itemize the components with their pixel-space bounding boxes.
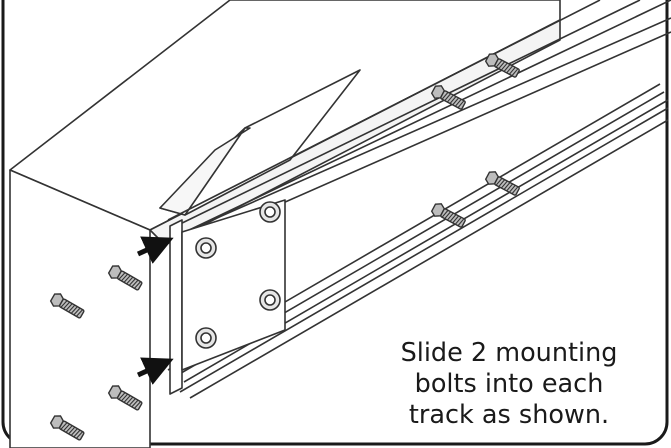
instruction-caption: Slide 2 mounting bolts into each track a… [350,338,668,431]
caption-line-1: Slide 2 mounting [400,338,618,368]
arrow-right-icon [136,236,174,264]
caption-line-2: bolts into each [414,369,604,399]
arrow-right-icon [136,357,174,385]
caption-line-3: track as shown. [408,400,610,430]
